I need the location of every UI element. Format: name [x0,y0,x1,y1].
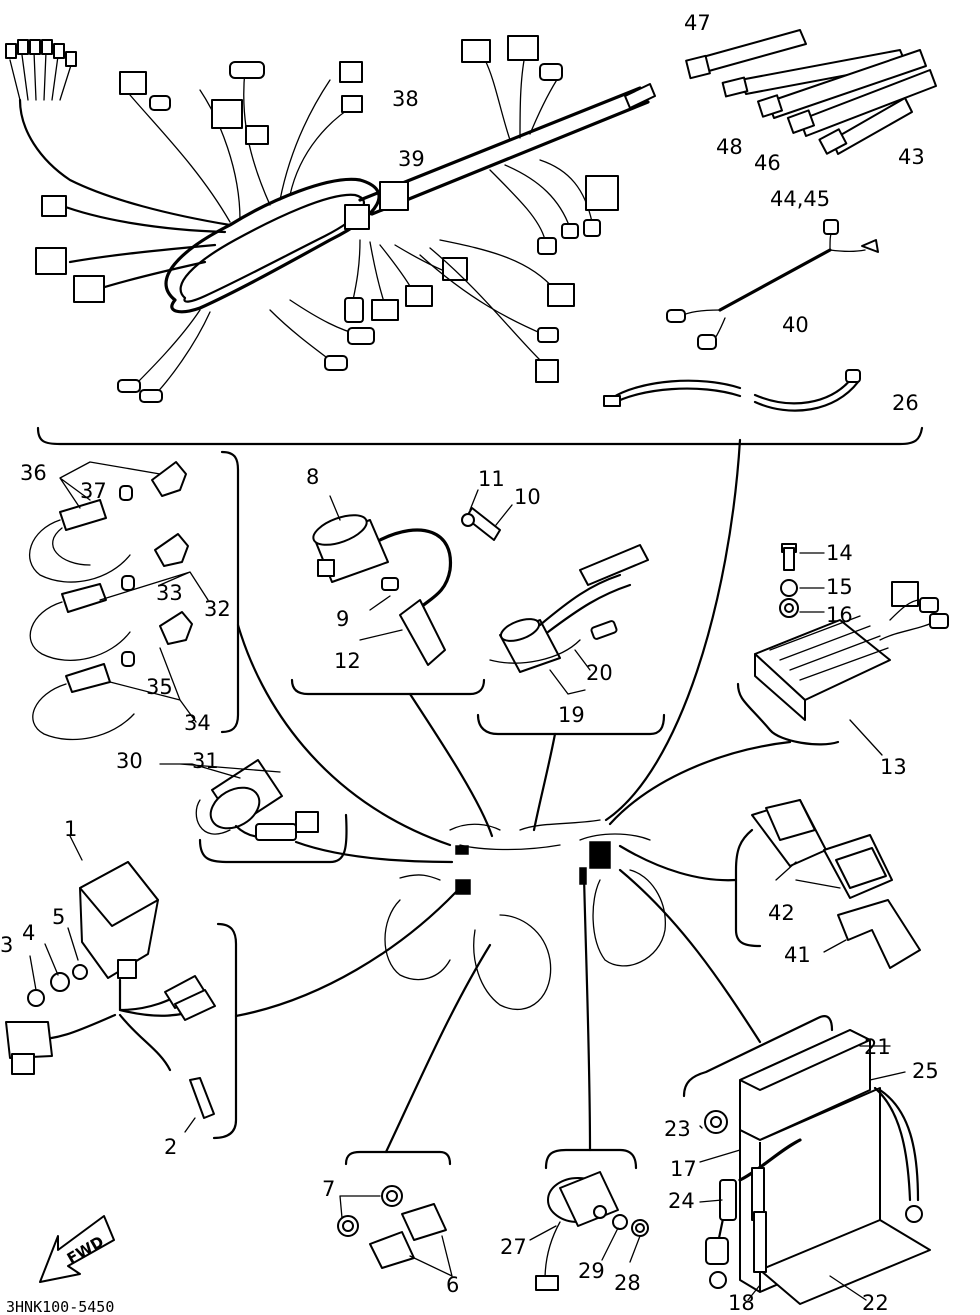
harness-connector [379,181,409,211]
label-26: 26 [892,391,919,415]
main-wire-harness [5,35,656,403]
label-34: 34 [184,711,211,735]
harness-connector [344,204,370,230]
harness-connector [371,299,399,321]
label-21: 21 [864,1035,891,1059]
forward-direction-arrow: FWD [39,1215,115,1283]
part-labels: 47 48 46 43 44,45 38 39 40 26 36 37 33 3… [0,11,939,1315]
label-44-45: 44,45 [770,187,830,211]
cdi-unit-group [5,835,238,1140]
label-1: 1 [64,817,77,841]
label-37: 37 [80,479,107,503]
harness-connector [339,61,363,83]
harness-connector [211,99,243,129]
label-29: 29 [578,1259,605,1283]
lead-wire [603,369,861,412]
label-38: 38 [392,87,419,111]
harness-connector [41,195,67,217]
label-27: 27 [500,1235,527,1259]
connector-covers-group [734,799,921,969]
harness-terminal [117,379,141,393]
connection-leader-lines [234,438,792,1154]
label-43: 43 [898,145,925,169]
harness-connector [539,63,563,81]
harness-connector [405,285,433,307]
label-4: 4 [22,921,35,945]
label-6: 6 [446,1273,459,1297]
spark-plugs-group [337,1150,453,1277]
harness-connector [442,257,468,281]
harness-terminal [537,237,557,255]
harness-terminal [537,327,559,343]
label-41: 41 [784,943,811,967]
label-36: 36 [20,461,47,485]
label-25: 25 [912,1059,939,1083]
harness-connector [507,35,539,61]
label-8: 8 [306,465,319,489]
label-47: 47 [684,11,711,35]
label-46: 46 [754,151,781,175]
harness-connector [547,283,575,307]
label-15: 15 [826,575,853,599]
ignition-coil-group [290,489,513,696]
harness-terminal [139,389,163,403]
label-24: 24 [668,1189,695,1213]
label-32: 32 [204,597,231,621]
label-33: 33 [156,581,183,605]
harness-connector-left-top [5,39,77,101]
label-22: 22 [862,1291,889,1315]
label-11: 11 [478,467,505,491]
harness-connector [585,175,619,211]
label-9: 9 [336,607,349,631]
label-16: 16 [826,603,853,627]
harness-connector [119,71,147,95]
label-3: 3 [0,933,13,957]
sub-harness [666,219,879,350]
label-10: 10 [514,485,541,509]
harness-connector [461,39,491,63]
harness-connector [245,125,269,145]
label-5: 5 [52,905,65,929]
label-30: 30 [116,749,143,773]
harness-terminal [324,355,348,371]
label-39: 39 [398,147,425,171]
label-17: 17 [670,1157,697,1181]
harness-connector [149,95,171,111]
harness-connector [229,61,265,79]
label-35: 35 [146,675,173,699]
starter-relay-group [476,544,666,736]
label-20: 20 [586,661,613,685]
harness-connector [341,95,363,113]
label-18: 18 [728,1291,755,1315]
harness-connector [535,359,559,383]
label-40: 40 [782,313,809,337]
rectifier-regulator-group [736,543,949,756]
label-28: 28 [614,1271,641,1295]
harness-terminal [561,223,579,239]
label-2: 2 [164,1135,177,1159]
label-42: 42 [768,901,795,925]
harness-terminal [344,297,364,323]
label-31: 31 [192,749,219,773]
cable-ties [685,29,937,155]
battery-group [682,1015,931,1305]
label-48: 48 [716,135,743,159]
label-7: 7 [322,1177,335,1201]
harness-terminal [583,219,601,237]
label-12: 12 [334,649,361,673]
harness-connector [35,247,67,275]
label-14: 14 [826,541,853,565]
frame-outline [384,819,666,1011]
label-13: 13 [880,755,907,779]
neutral-switch-group [159,759,348,864]
group-bracket-top [36,426,924,446]
harness-terminal [347,327,375,345]
switch-group [29,450,240,741]
main-switch-group [529,1148,649,1291]
label-23: 23 [664,1117,691,1141]
label-19: 19 [558,703,585,727]
harness-connector [73,275,105,303]
diagram-code: 3HNK100-5450 [6,1298,114,1315]
